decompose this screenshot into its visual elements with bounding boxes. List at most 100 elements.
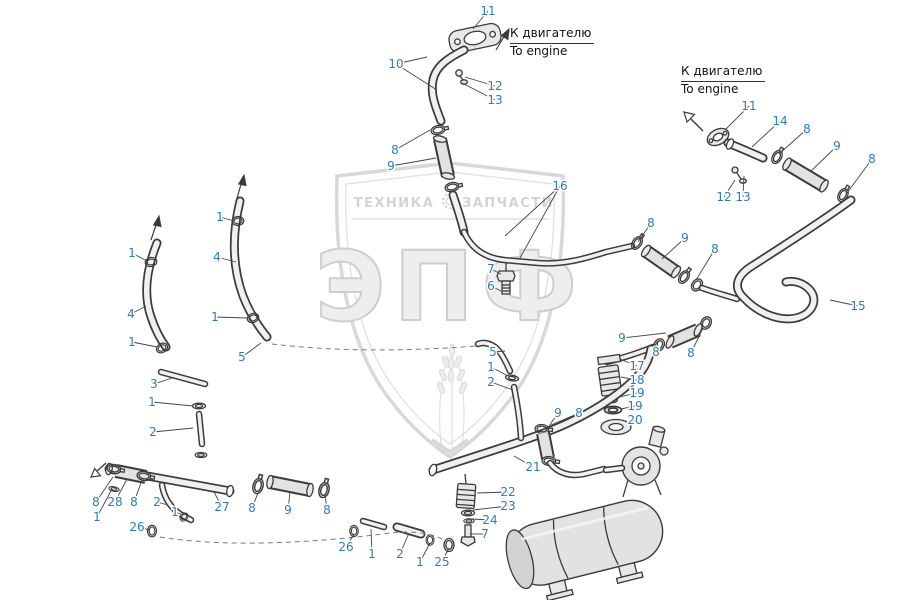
callout-1: 1 xyxy=(128,335,136,349)
leader-line xyxy=(472,10,489,30)
callout-11: 11 xyxy=(480,4,495,18)
leader-line xyxy=(751,120,781,148)
callout-15: 15 xyxy=(850,299,865,313)
leader-line xyxy=(472,505,509,511)
callout-13: 13 xyxy=(487,93,502,107)
direction-arrow-hose-right xyxy=(236,173,247,199)
leader-line xyxy=(114,478,128,503)
callout-16: 16 xyxy=(552,179,567,193)
leader-line xyxy=(251,492,259,509)
leader-line xyxy=(370,528,373,555)
watermark-band-left: ТЕХНИКА xyxy=(354,196,435,211)
tube-3 xyxy=(157,368,209,388)
callout-6: 6 xyxy=(487,279,495,293)
callout-1: 1 xyxy=(128,246,136,260)
direction-arrow-hose-left xyxy=(150,214,162,241)
leader-line xyxy=(661,237,686,260)
annotation-text-en: To engine xyxy=(510,43,568,58)
clamp-8 xyxy=(429,122,450,137)
branch-hose-5 xyxy=(474,339,514,375)
bolt-and-washer-12-13-right xyxy=(731,166,748,184)
callout-27: 27 xyxy=(214,500,229,514)
direction-arrow-bottom-left xyxy=(90,462,107,478)
leader-line xyxy=(213,491,223,508)
clamp-8 xyxy=(768,145,787,166)
callout-1: 1 xyxy=(148,395,156,409)
leader-line xyxy=(519,185,561,259)
routing-dashed-line-middle xyxy=(271,343,477,351)
leader-line xyxy=(778,128,808,155)
ring-1 xyxy=(191,402,207,410)
leader-line xyxy=(846,158,873,194)
ring-1 xyxy=(107,485,121,493)
leader-line xyxy=(461,82,496,101)
pipe-10 xyxy=(427,45,469,126)
leader-line xyxy=(216,256,237,263)
direction-arrow-engine-top xyxy=(495,27,510,51)
leader-line xyxy=(174,511,184,516)
callout-28: 28 xyxy=(107,495,122,509)
branch-tube-2 xyxy=(510,383,525,442)
callout-13: 13 xyxy=(735,190,750,204)
callout-24: 24 xyxy=(482,513,497,527)
callout-8: 8 xyxy=(868,152,876,166)
leader-line xyxy=(219,216,235,222)
hose-4-right xyxy=(229,196,272,342)
callout-8: 8 xyxy=(391,143,399,157)
leader-line xyxy=(394,129,431,151)
clamp-8 xyxy=(316,476,333,500)
leader-line xyxy=(723,179,736,198)
engine-flange-right xyxy=(706,127,730,147)
leader-line xyxy=(214,316,248,319)
ring-26 xyxy=(349,524,359,538)
callout-17: 17 xyxy=(629,359,644,373)
callout-9: 9 xyxy=(554,406,562,420)
drain-stack xyxy=(455,473,477,547)
clamp-8 xyxy=(250,472,267,496)
leader-line xyxy=(490,381,514,391)
leader-line xyxy=(476,491,509,494)
leader-line xyxy=(345,533,355,548)
hose-9-vertical xyxy=(536,431,555,460)
ring-seal xyxy=(194,451,208,459)
leader-line xyxy=(151,401,194,407)
leader-line xyxy=(399,532,410,555)
pipe-15 xyxy=(732,195,856,324)
callout-12: 12 xyxy=(487,79,502,93)
leader-line xyxy=(395,56,428,65)
leader-line xyxy=(419,542,431,563)
leader-line xyxy=(136,526,151,531)
engine-flange-top xyxy=(448,22,502,54)
pipe-21 xyxy=(428,344,656,477)
pipe-14 xyxy=(723,138,768,163)
callout-9: 9 xyxy=(387,159,395,173)
watermark-band-right: ЗАПЧАСТИ xyxy=(462,196,554,211)
callout-8: 8 xyxy=(647,216,655,230)
callout-26: 26 xyxy=(338,540,353,554)
leader-line xyxy=(156,501,169,506)
leader-line xyxy=(130,305,147,315)
ring-25 xyxy=(443,537,455,553)
leader-line xyxy=(742,175,745,198)
leader-line xyxy=(690,327,704,354)
callout-1: 1 xyxy=(93,510,101,524)
callout-20: 20 xyxy=(627,413,642,427)
callout-26: 26 xyxy=(129,520,144,534)
leader-line xyxy=(490,268,502,275)
leader-line xyxy=(464,76,496,87)
callout-8: 8 xyxy=(687,346,695,360)
callout-2: 2 xyxy=(487,375,495,389)
leader-line xyxy=(829,299,859,307)
callout-4: 4 xyxy=(213,250,221,264)
leader-line xyxy=(287,491,291,511)
leader-line xyxy=(395,63,438,91)
callout-8: 8 xyxy=(803,122,811,136)
tube-2-small xyxy=(392,522,426,539)
filter-assembly xyxy=(596,353,632,436)
leader-line xyxy=(441,547,450,563)
watermark-logo-text: ЭПФ xyxy=(315,231,585,343)
callout-4: 4 xyxy=(127,307,135,321)
leader-line xyxy=(241,342,262,358)
callout-7: 7 xyxy=(481,527,489,541)
